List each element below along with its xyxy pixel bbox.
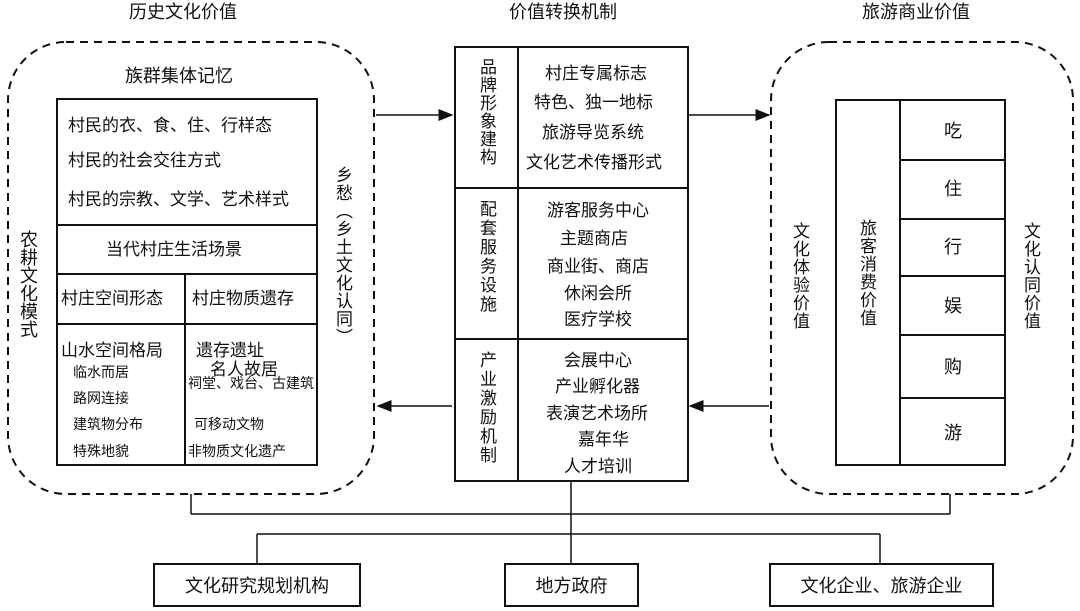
service-facilities-label: 配套服务设施 bbox=[476, 200, 496, 314]
consumption-item-travel: 行 bbox=[944, 237, 962, 258]
cultural-experience-label: 文化体验价值 bbox=[789, 222, 809, 330]
remains-item: 非物质文化遗产 bbox=[188, 444, 286, 460]
industry-item: 人才培训 bbox=[564, 457, 632, 477]
industry-item: 产业孵化器 bbox=[555, 377, 640, 397]
landscape-pattern: 山水空间格局 bbox=[61, 341, 163, 361]
memory-table: 村民的衣、食、住、行样态 村民的社会交往方式 村民的宗教、文学、艺术样式 当代村… bbox=[56, 98, 318, 466]
brand-item: 村庄专属标志 bbox=[545, 64, 647, 84]
industry-item: 会展中心 bbox=[564, 351, 632, 371]
service-item: 商业街、商店 bbox=[547, 257, 649, 277]
consumption-table: 旅客消费价值 吃 住 行 娱 购 游 bbox=[835, 99, 1006, 466]
consumption-item-tour: 游 bbox=[944, 423, 962, 444]
farming-culture-label: 农耕文化模式 bbox=[17, 230, 38, 338]
material-remains-title: 村庄物质遗存 bbox=[192, 289, 294, 309]
consumption-item-shop: 购 bbox=[944, 357, 962, 378]
brand-item: 文化艺术传播形式 bbox=[526, 153, 662, 173]
remains-subitems: 祠堂、戏台、古建筑 bbox=[188, 376, 314, 392]
industry-item: 嘉年华 bbox=[578, 430, 629, 450]
left-dashed-group bbox=[7, 41, 375, 495]
research-planning-label: 文化研究规划机构 bbox=[185, 576, 329, 597]
local-government-label: 地方政府 bbox=[535, 576, 608, 597]
header-historical-value: 历史文化价值 bbox=[129, 2, 237, 23]
spatial-item: 路网连接 bbox=[73, 391, 129, 407]
village-life-scene: 当代村庄生活场景 bbox=[106, 240, 242, 260]
collective-memory-title: 族群集体记忆 bbox=[125, 66, 233, 87]
research-planning-box: 文化研究规划机构 bbox=[153, 563, 361, 607]
remains-item: 可移动文物 bbox=[194, 417, 264, 433]
right-dashed-group bbox=[770, 41, 1074, 495]
service-item: 游客服务中心 bbox=[547, 201, 649, 221]
remains-heading: 遗存遗址 bbox=[196, 341, 264, 361]
spatial-item: 临水而居 bbox=[73, 365, 129, 381]
consumption-item-entertain: 娱 bbox=[944, 296, 962, 317]
enterprises-box: 文化企业、旅游企业 bbox=[769, 563, 994, 607]
header-conversion-mechanism: 价值转换机制 bbox=[509, 2, 617, 23]
memory-item: 村民的衣、食、住、行样态 bbox=[68, 116, 272, 136]
nostalgia-label: 乡愁（乡土文化认同） bbox=[332, 166, 352, 346]
tourist-consumption-label: 旅客消费价值 bbox=[856, 219, 876, 327]
memory-item: 村民的宗教、文学、艺术样式 bbox=[68, 190, 289, 210]
enterprises-label: 文化企业、旅游企业 bbox=[800, 576, 963, 597]
cultural-identity-label: 文化认同价值 bbox=[1020, 222, 1040, 330]
former-residence-heading: 名人故居 bbox=[210, 360, 278, 380]
service-item: 医疗学校 bbox=[564, 310, 632, 330]
mechanism-table: 品牌形象建构 村庄专属标志 特色、独一地标 旅游导览系统 文化艺术传播形式 配套… bbox=[454, 46, 689, 482]
service-item: 休闲会所 bbox=[564, 284, 632, 304]
service-item: 主题商店 bbox=[560, 229, 628, 249]
brand-item: 旅游导览系统 bbox=[542, 123, 644, 143]
industry-item: 表演艺术场所 bbox=[546, 404, 648, 424]
industry-incentive-label: 产业激励机制 bbox=[476, 351, 496, 465]
brand-image-label: 品牌形象建构 bbox=[476, 58, 496, 166]
memory-item: 村民的社会交往方式 bbox=[68, 151, 221, 171]
spatial-form-title: 村庄空间形态 bbox=[61, 289, 163, 309]
local-government-box: 地方政府 bbox=[504, 563, 639, 607]
consumption-item-eat: 吃 bbox=[944, 121, 962, 142]
consumption-item-stay: 住 bbox=[944, 179, 962, 200]
spatial-item: 特殊地貌 bbox=[73, 444, 129, 460]
brand-item: 特色、独一地标 bbox=[534, 93, 653, 113]
spatial-item: 建筑物分布 bbox=[73, 417, 143, 433]
header-tourism-value: 旅游商业价值 bbox=[862, 2, 970, 23]
